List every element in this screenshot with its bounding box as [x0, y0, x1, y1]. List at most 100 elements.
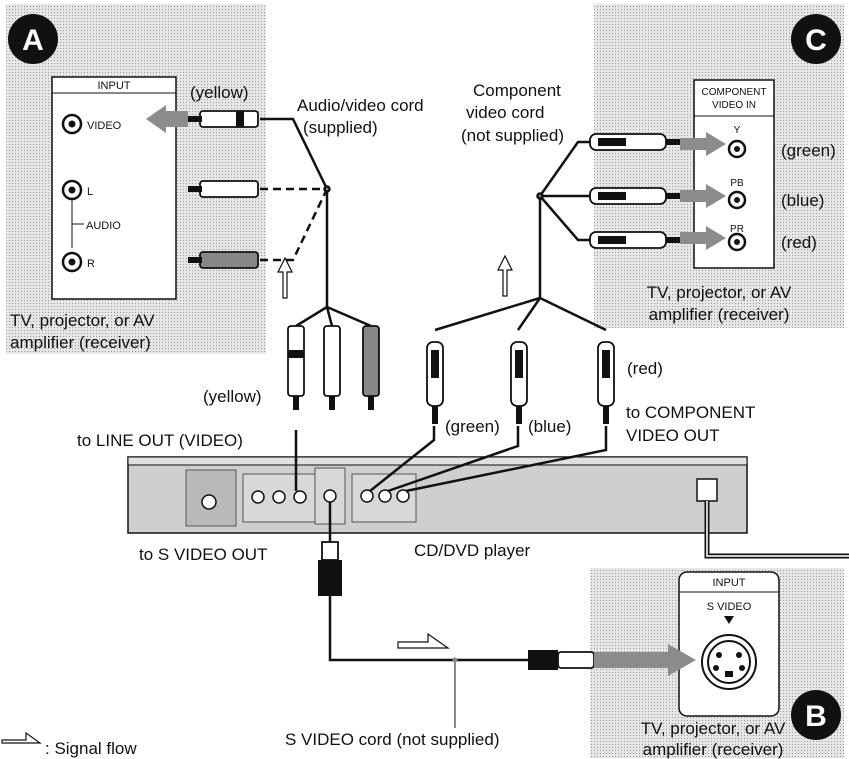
badge-a-letter: A	[22, 24, 44, 57]
audio-l-jack-a	[61, 179, 83, 201]
component-out-pr	[396, 489, 410, 503]
signal-arrows	[1, 105, 726, 744]
blue-label-c: (blue)	[781, 191, 824, 210]
svideo-jack-b	[701, 634, 757, 690]
av-plugs-bottom	[287, 325, 380, 410]
component-title-1: COMPONENT	[702, 87, 767, 98]
signal-arrow-to-pr-in	[680, 226, 726, 250]
panel-b-caption-1: TV, projector, or AV	[641, 719, 786, 738]
component-wire-pb-to-player	[387, 426, 520, 493]
label-yellow-top: (yellow)	[190, 83, 249, 102]
pr-jack-label: PR	[730, 224, 744, 235]
line-out-audio-r	[272, 490, 286, 504]
av-cord-audio-r-wire	[260, 188, 329, 262]
label-green-mid: (green)	[445, 417, 500, 436]
label-s-video-out: to S VIDEO OUT	[139, 545, 267, 564]
plug-green-bottom	[426, 341, 444, 424]
badge-b-letter: B	[805, 700, 827, 733]
label-signal-flow: : Signal flow	[45, 739, 137, 758]
plug-green-top	[589, 133, 680, 151]
video-jack-label: VIDEO	[87, 120, 122, 132]
badge-c-circle	[791, 14, 841, 64]
label-red-mid: (red)	[627, 359, 663, 378]
signal-arrow-to-svideo-in	[594, 644, 696, 676]
component-wire-y-to-player	[369, 426, 436, 492]
label-blue-mid: (blue)	[528, 417, 571, 436]
component-wire-pr-to-player	[405, 426, 608, 493]
plug-yellow-bottom	[287, 325, 305, 410]
label-comp-cord-2: video cord	[466, 103, 544, 122]
label-svideo-cord: S VIDEO cord (not supplied)	[285, 730, 499, 749]
pb-jack	[727, 190, 747, 210]
cd-dvd-player	[127, 456, 849, 559]
component-cord-junction	[536, 192, 544, 200]
flow-arrow-component	[497, 254, 513, 297]
ac-inlet	[696, 478, 718, 502]
label-comp-cord-3: (not supplied)	[461, 126, 564, 145]
badge-a-circle	[8, 14, 58, 64]
flow-arrow-svideo	[397, 632, 450, 649]
pb-jack-label: PB	[730, 178, 744, 189]
power-cord-inner	[706, 501, 849, 557]
panel-c: C COMPONENT VIDEO IN Y PB PR (green) (bl…	[594, 4, 844, 328]
av-cord-junction	[323, 185, 331, 193]
plug-blue-top	[589, 187, 680, 205]
label-av-cord-1: Audio/video cord	[297, 96, 424, 115]
flow-arrow-av	[277, 256, 293, 299]
label-yellow-mid: (yellow)	[203, 387, 262, 406]
signal-arrow-to-pb-in	[680, 184, 726, 208]
line-out-audio-l	[251, 490, 265, 504]
video-jack-a	[61, 113, 83, 135]
component-out-pb	[378, 489, 392, 503]
svideo-cord-leader-dot	[452, 657, 458, 663]
component-plugs-bottom	[426, 341, 615, 424]
plug-red-top	[188, 251, 259, 269]
svideo-out-jack	[323, 489, 337, 503]
green-label-c: (green)	[781, 141, 836, 160]
label-av-cord-2: (supplied)	[303, 118, 378, 137]
panel-a-caption-2: amplifier (receiver)	[10, 333, 151, 352]
label-line-out: to LINE OUT (VIDEO)	[77, 431, 243, 450]
av-cord-split	[295, 305, 372, 328]
plug-red-top-comp	[589, 231, 680, 249]
audio-r-jack-a	[61, 251, 83, 273]
label-comp-cord-1: Component	[473, 81, 561, 100]
signal-arrow-to-y-in	[680, 132, 726, 156]
signal-flow-legend-icon	[1, 731, 42, 744]
svideo-plug-horizontal	[528, 650, 595, 670]
svideo-input-label: S VIDEO	[707, 601, 752, 613]
label-comp-out-1: to COMPONENT	[626, 403, 755, 422]
component-plugs-top	[589, 133, 680, 249]
panel-a: A INPUT VIDEO L AUDIO R TV, projector, o…	[6, 4, 266, 354]
panel-b-caption-2: amplifier (receiver)	[643, 740, 784, 759]
pr-jack	[727, 232, 747, 252]
tv-input-title-a: INPUT	[98, 80, 131, 92]
svideo-marker-arrow	[724, 616, 734, 624]
av-cord-video-wire	[260, 117, 329, 190]
plug-white-bottom	[323, 325, 341, 410]
badge-c-letter: C	[805, 24, 827, 57]
component-out-y	[360, 489, 374, 503]
audio-bracket	[71, 200, 84, 248]
line-out-video	[293, 490, 307, 504]
badge-b-circle	[791, 690, 841, 740]
plug-white-top	[188, 180, 259, 198]
y-jack-label: Y	[734, 125, 741, 136]
panel-a-caption-1: TV, projector, or AV	[10, 311, 155, 330]
panel-c-caption-1: TV, projector, or AV	[647, 283, 792, 302]
power-jack	[201, 494, 217, 510]
component-title-2: VIDEO IN	[712, 100, 756, 111]
plug-red-bottom	[362, 325, 380, 410]
audio-l-label: L	[87, 186, 93, 198]
signal-arrow-to-video-in	[146, 105, 188, 133]
label-comp-out-2: VIDEO OUT	[626, 426, 720, 445]
plug-blue-bottom	[510, 341, 528, 424]
svideo-input-title: INPUT	[713, 577, 746, 589]
player-top-strip	[127, 456, 748, 466]
plug-yellow-top	[188, 110, 259, 128]
panel-c-caption-2: amplifier (receiver)	[649, 305, 790, 324]
component-cord-split	[434, 296, 607, 332]
av-plugs-top	[188, 110, 259, 269]
audio-r-label: R	[87, 258, 95, 270]
